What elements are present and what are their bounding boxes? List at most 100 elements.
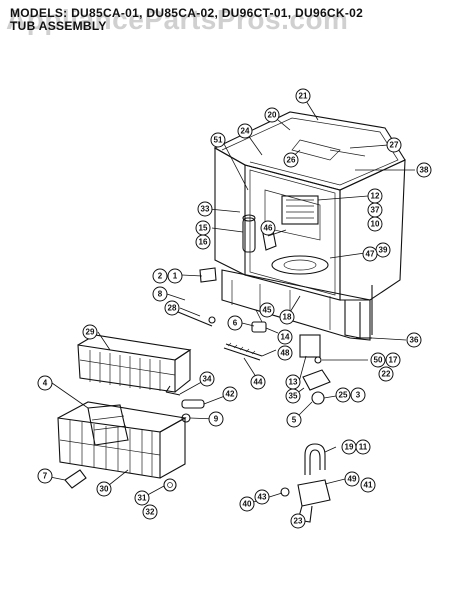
svg-text:12: 12	[371, 192, 380, 201]
diagram-subtitle: TUB ASSEMBLY	[10, 19, 107, 33]
svg-text:22: 22	[382, 370, 391, 379]
svg-text:37: 37	[371, 206, 380, 215]
callout-2[interactable]: 2	[152, 268, 168, 284]
svg-text:29: 29	[86, 328, 95, 337]
svg-text:31: 31	[138, 494, 147, 503]
callout-34[interactable]: 34	[199, 371, 215, 387]
callout-24[interactable]: 24	[237, 123, 253, 139]
callout-40[interactable]: 40	[239, 496, 255, 512]
svg-text:1: 1	[173, 272, 178, 281]
callout-19[interactable]: 19	[341, 439, 357, 455]
callout-33[interactable]: 33	[197, 201, 213, 217]
callout-46[interactable]: 46	[260, 220, 276, 236]
svg-text:23: 23	[294, 517, 303, 526]
callout-51[interactable]: 51	[210, 132, 226, 148]
upper-rack	[77, 334, 192, 393]
svg-text:26: 26	[287, 156, 296, 165]
svg-text:48: 48	[281, 349, 290, 358]
callout-43[interactable]: 43	[254, 489, 270, 505]
watermark-text: AppliancePartsPros.com	[6, 4, 349, 35]
callout-15[interactable]: 15	[195, 220, 211, 236]
svg-text:32: 32	[146, 508, 155, 517]
svg-text:20: 20	[268, 111, 277, 120]
callout-22[interactable]: 22	[378, 366, 394, 382]
callout-23[interactable]: 23	[290, 513, 306, 529]
callout-21[interactable]: 21	[295, 88, 311, 104]
callout-27[interactable]: 27	[386, 137, 402, 153]
svg-text:33: 33	[201, 205, 210, 214]
svg-text:47: 47	[366, 250, 375, 259]
svg-text:42: 42	[226, 390, 235, 399]
callout-35[interactable]: 35	[285, 388, 301, 404]
svg-text:24: 24	[241, 127, 250, 136]
callout-8[interactable]: 8	[152, 286, 168, 302]
svg-text:35: 35	[289, 392, 298, 401]
callout-12[interactable]: 12	[367, 188, 383, 204]
callout-31[interactable]: 31	[134, 490, 150, 506]
callout-4[interactable]: 4	[37, 375, 53, 391]
callout-10[interactable]: 10	[367, 216, 383, 232]
svg-text:27: 27	[390, 141, 399, 150]
callout-49[interactable]: 49	[344, 471, 360, 487]
callout-25[interactable]: 25	[335, 387, 351, 403]
callout-29[interactable]: 29	[82, 324, 98, 340]
callout-16[interactable]: 16	[195, 234, 211, 250]
svg-text:2: 2	[158, 272, 163, 281]
callout-45[interactable]: 45	[259, 302, 275, 318]
svg-text:51: 51	[214, 136, 223, 145]
callout-37[interactable]: 37	[367, 202, 383, 218]
svg-text:9: 9	[214, 415, 219, 424]
svg-text:44: 44	[254, 378, 263, 387]
callout-38[interactable]: 38	[416, 162, 432, 178]
svg-text:7: 7	[43, 472, 48, 481]
callout-5[interactable]: 5	[286, 412, 302, 428]
callout-11[interactable]: 11	[355, 439, 371, 455]
svg-text:6: 6	[233, 319, 238, 328]
callout-18[interactable]: 18	[279, 309, 295, 325]
callout-14[interactable]: 14	[277, 329, 293, 345]
callout-9[interactable]: 9	[208, 411, 224, 427]
svg-text:11: 11	[359, 443, 368, 452]
svg-text:45: 45	[263, 306, 272, 315]
svg-text:38: 38	[420, 166, 429, 175]
callout-7[interactable]: 7	[37, 468, 53, 484]
callout-48[interactable]: 48	[277, 345, 293, 361]
svg-text:4: 4	[43, 379, 48, 388]
callout-3[interactable]: 3	[350, 387, 366, 403]
lower-rack	[57, 401, 187, 479]
callout-36[interactable]: 36	[406, 332, 422, 348]
svg-text:16: 16	[199, 238, 208, 247]
callout-47[interactable]: 47	[362, 246, 378, 262]
svg-text:25: 25	[339, 391, 348, 400]
callout-26[interactable]: 26	[283, 152, 299, 168]
callout-6[interactable]: 6	[227, 315, 243, 331]
callout-42[interactable]: 42	[222, 386, 238, 402]
callout-28[interactable]: 28	[164, 300, 180, 316]
svg-text:8: 8	[158, 290, 163, 299]
callout-50[interactable]: 50	[370, 352, 386, 368]
svg-text:17: 17	[389, 356, 398, 365]
callout-30[interactable]: 30	[96, 481, 112, 497]
svg-text:28: 28	[168, 304, 177, 313]
svg-text:34: 34	[203, 375, 212, 384]
svg-text:30: 30	[100, 485, 109, 494]
svg-text:49: 49	[348, 475, 357, 484]
callout-1[interactable]: 1	[167, 268, 183, 284]
svg-text:36: 36	[410, 336, 419, 345]
callout-17[interactable]: 17	[385, 352, 401, 368]
svg-text:18: 18	[283, 313, 292, 322]
callout-13[interactable]: 13	[285, 374, 301, 390]
callout-32[interactable]: 32	[142, 504, 158, 520]
svg-text:39: 39	[379, 246, 388, 255]
svg-text:19: 19	[345, 443, 354, 452]
diagram-title: MODELS: DU85CA-01, DU85CA-02, DU96CT-01,…	[10, 6, 364, 20]
svg-text:46: 46	[264, 224, 273, 233]
svg-text:13: 13	[289, 378, 298, 387]
svg-text:3: 3	[356, 391, 361, 400]
callout-20[interactable]: 20	[264, 107, 280, 123]
callout-41[interactable]: 41	[360, 477, 376, 493]
tub-assembly	[213, 111, 406, 341]
callout-44[interactable]: 44	[250, 374, 266, 390]
callout-39[interactable]: 39	[375, 242, 391, 258]
